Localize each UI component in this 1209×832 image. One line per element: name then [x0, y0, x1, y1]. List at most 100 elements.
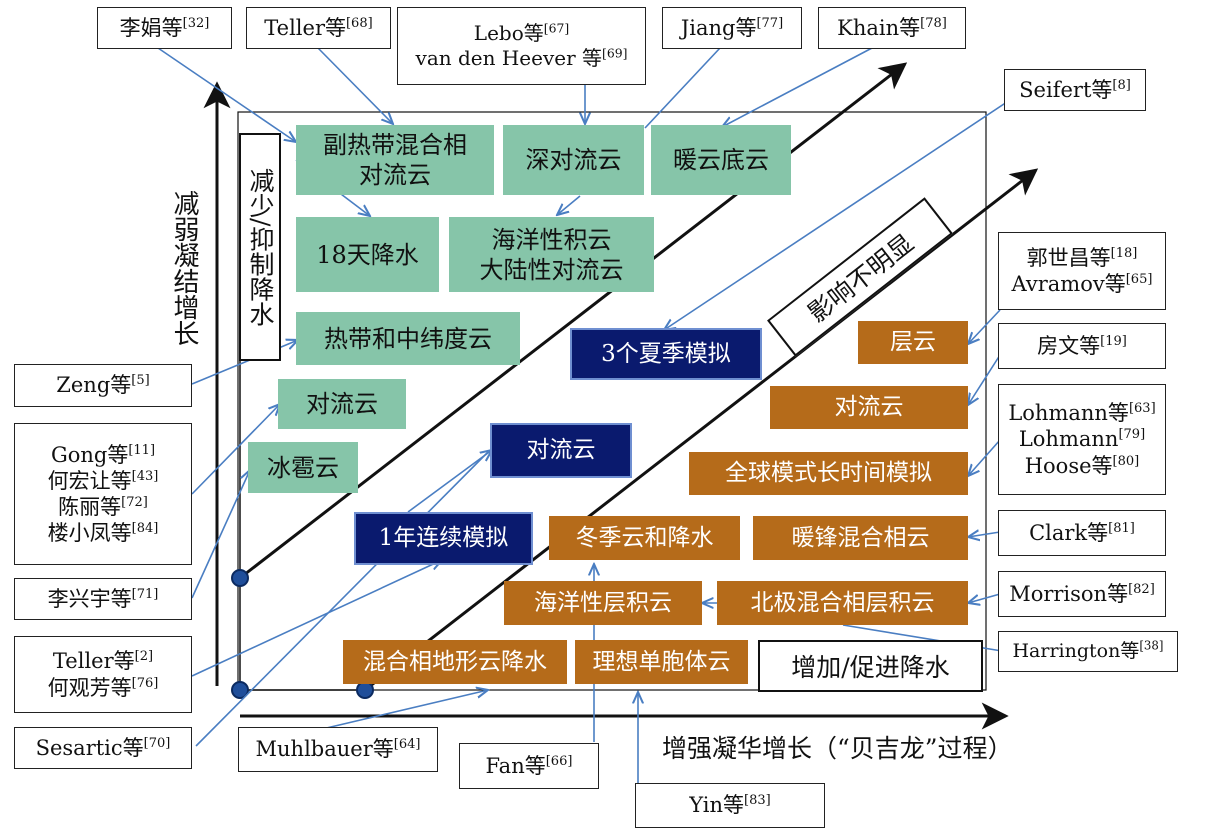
- ref-clark: Clark等[81]: [998, 510, 1166, 556]
- ref-teller-2-he-guanfang: Teller等[2]何观芳等[76]: [14, 636, 192, 713]
- ref-lines: Morrison等[82]: [1009, 581, 1155, 607]
- ref-muhlbauer: Muhlbauer等[64]: [238, 727, 438, 772]
- connector-lohmann: [968, 439, 1001, 476]
- ref-author: Clark等: [1029, 520, 1109, 545]
- ref-line: van den Heever 等[69]: [416, 46, 628, 71]
- ref-author: Seifert等: [1019, 77, 1113, 102]
- ref-lines: 李兴宇等[71]: [48, 586, 159, 612]
- band-label-reduce: 减少/抑制降水: [239, 133, 281, 361]
- ref-author: Fan等: [485, 753, 546, 778]
- ref-line: Yin等[83]: [689, 792, 770, 818]
- ref-line: Clark等[81]: [1029, 520, 1135, 546]
- box-deep-convective: 深对流云: [503, 125, 644, 195]
- box-hail: 冰雹云: [248, 442, 358, 493]
- ref-citation: [82]: [1128, 581, 1155, 597]
- ref-citation: [67]: [543, 20, 570, 36]
- ref-line: 郭世昌等[18]: [1012, 245, 1153, 271]
- ref-line: Zeng等[5]: [56, 372, 149, 398]
- ref-line: 楼小凤等[84]: [48, 520, 159, 546]
- ref-author: 何观芳等: [47, 675, 132, 700]
- ref-author: Zeng等: [56, 373, 132, 398]
- ref-sesartic: Sesartic等[70]: [14, 727, 192, 769]
- connector-muhlbauer: [317, 690, 488, 731]
- ref-line: Gong等[11]: [48, 442, 159, 468]
- ref-citation: [71]: [131, 586, 159, 602]
- ref-lines: Yin等[83]: [689, 792, 770, 818]
- ref-yin: Yin等[83]: [635, 783, 825, 828]
- ref-author: 楼小凤等: [47, 521, 132, 546]
- x-axis-label: 增强凝华增长（“贝吉龙”过程）: [662, 734, 1013, 763]
- ref-line: Lebo等[67]: [416, 21, 628, 46]
- ref-citation: [66]: [545, 753, 573, 769]
- ref-lines: Gong等[11]何宏让等[43]陈丽等[72]楼小凤等[84]: [48, 442, 159, 547]
- ref-author: Lohmann: [1018, 427, 1119, 452]
- ref-author: Teller等: [52, 649, 135, 674]
- ref-author: 何宏让等: [47, 468, 132, 493]
- ref-line: Sesartic等[70]: [36, 735, 171, 761]
- ref-citation: [18]: [1110, 245, 1138, 261]
- ref-citation: [8]: [1112, 77, 1131, 93]
- ref-line: Lohmann[79]: [1008, 426, 1155, 452]
- ref-lines: Khain等[78]: [837, 15, 947, 41]
- ref-lines: Teller等[68]: [264, 15, 372, 41]
- ref-line: Seifert等[8]: [1019, 77, 1131, 103]
- ref-citation: [43]: [131, 468, 159, 484]
- ref-citation: [38]: [1139, 638, 1164, 653]
- ref-line: Morrison等[82]: [1009, 581, 1155, 607]
- ref-author: Jiang等: [680, 15, 757, 40]
- plot-frame: [237, 111, 987, 691]
- ref-citation: [65]: [1125, 272, 1153, 287]
- ref-citation: [83]: [744, 793, 771, 809]
- box-arctic-stratocu: 北极混合相层积云: [717, 581, 968, 625]
- ref-lines: Jiang等[77]: [681, 15, 783, 41]
- ref-lines: Teller等[2]何观芳等[76]: [48, 648, 159, 701]
- box-orographic: 混合相地形云降水: [343, 640, 567, 684]
- ref-lines: 郭世昌等[18]Avramov等[65]: [1012, 245, 1153, 298]
- ref-citation: [64]: [393, 737, 421, 753]
- ref-teller-68: Teller等[68]: [246, 7, 391, 49]
- ref-seifert: Seifert等[8]: [1004, 69, 1146, 111]
- ref-citation: [84]: [131, 521, 159, 537]
- connector-teller2: [191, 560, 442, 677]
- connector-teller68: [317, 47, 393, 124]
- ref-line: Fan等[66]: [486, 753, 573, 779]
- ref-lines: Muhlbauer等[64]: [256, 736, 421, 762]
- box-global-long: 全球模式长时间模拟: [689, 452, 968, 495]
- connector-seifert: [664, 89, 1026, 330]
- box-ideal-cell: 理想单胞体云: [575, 640, 748, 684]
- ref-lines: Zeng等[5]: [56, 372, 149, 398]
- origin-dot-right: [356, 681, 374, 699]
- ref-citation: [79]: [1118, 427, 1146, 443]
- ref-lines: 房文等[19]: [1037, 333, 1127, 359]
- ref-fang: 房文等[19]: [998, 323, 1166, 369]
- ref-line: 李娟等[32]: [120, 15, 210, 41]
- ref-line: Teller等[2]: [48, 648, 159, 674]
- connector-jiang-2: [557, 195, 581, 215]
- box-three-summers: 3个夏季模拟: [570, 328, 762, 380]
- box-subtropical-mixed-convective: 副热带混合相 对流云: [296, 125, 494, 195]
- ref-line: Lohmann等[63]: [1008, 400, 1155, 426]
- ref-author: 房文等: [1037, 333, 1101, 358]
- ref-author: Gong等: [50, 442, 129, 467]
- ref-khain: Khain等[78]: [818, 7, 966, 49]
- ref-line: Jiang等[77]: [681, 15, 783, 41]
- ref-citation: [19]: [1100, 333, 1127, 349]
- ref-author: Lohmann等: [1008, 401, 1129, 426]
- box-eighteen-day: 18天降水: [296, 217, 439, 292]
- ref-citation: [69]: [602, 45, 628, 61]
- ref-line: Teller等[68]: [264, 15, 372, 41]
- ref-li-xingyu: 李兴宇等[71]: [14, 578, 192, 620]
- ref-author: 李娟等: [119, 15, 183, 40]
- connector-teller2-navy: [407, 450, 492, 513]
- ref-citation: [5]: [131, 373, 150, 389]
- ref-author: Lebo等: [473, 21, 544, 45]
- ref-author: 郭世昌等: [1026, 245, 1111, 270]
- ref-citation: [11]: [128, 442, 156, 458]
- connector-li-juan: [157, 47, 296, 142]
- ref-citation: [81]: [1108, 520, 1135, 536]
- connector-morrison: [968, 593, 1001, 603]
- diagonal-arrow-lower: [364, 168, 1039, 692]
- ref-guo-avramov: 郭世昌等[18]Avramov等[65]: [998, 232, 1166, 310]
- box-marine-stratocu: 海洋性层积云: [504, 581, 702, 625]
- connector-jiang: [644, 47, 721, 129]
